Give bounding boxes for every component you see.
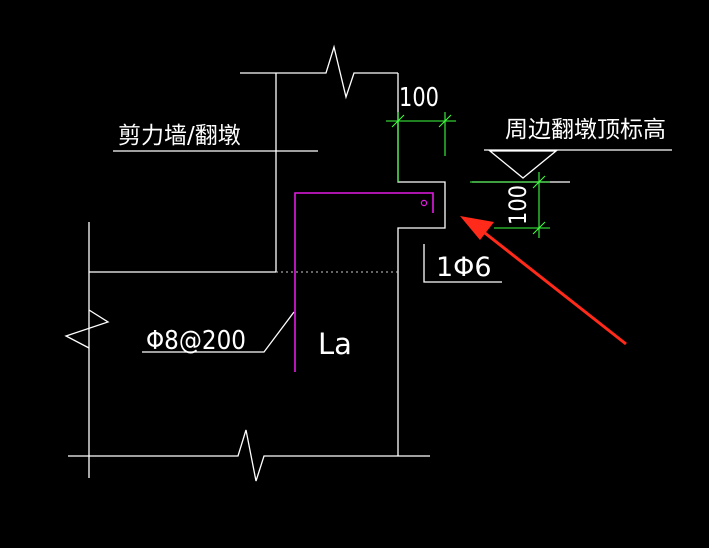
dimension-lines (386, 112, 550, 238)
bar-corner-label: 1Φ6 (436, 252, 492, 283)
bottom-break-line (68, 429, 430, 482)
dim-side-tick-bottom (532, 221, 546, 235)
bar-leader (423, 244, 502, 283)
red-arrow (460, 216, 627, 346)
dim-side-text: 100 (504, 185, 532, 225)
top-break-line (240, 44, 398, 100)
dim-top-tick-left (391, 114, 405, 128)
rebar (294, 192, 434, 372)
stirrup-label: Φ8@200 (146, 326, 246, 356)
wall-curb-label: 剪力墙/翻墩 (118, 123, 241, 149)
left-break-symbol (64, 309, 110, 349)
curb-top-elevation-label: 周边翻墩顶标高 (505, 117, 666, 143)
dim-top-tick-right (438, 114, 452, 128)
dim-top-text: 100 (399, 83, 439, 113)
anchorage-label: La (318, 327, 352, 361)
stirrup-leader (142, 311, 295, 353)
elevation-triangle (488, 150, 558, 179)
corner-bar-dot (420, 199, 428, 207)
dim-side-tick-top (532, 175, 546, 189)
stirrup-rebar (294, 192, 434, 372)
